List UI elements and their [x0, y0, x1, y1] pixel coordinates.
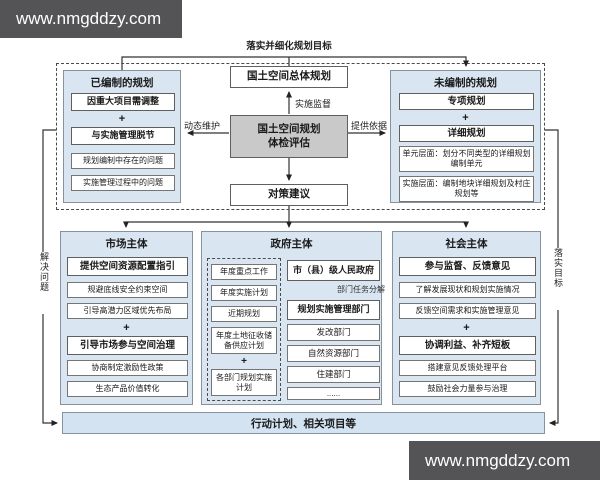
- uncompiled-plans-panel: 未编制的规划 专项规划 + 详细规划 单元层面：划分不同类型的详细规划编制单元 …: [390, 70, 541, 203]
- plus-sign: +: [463, 322, 470, 334]
- plus-sign: +: [123, 322, 130, 334]
- gov-plan-annual-impl: 年度实施计划: [211, 285, 277, 301]
- top-goal-label: 落实并细化规划目标: [246, 41, 332, 52]
- compiled-plans-title: 已编制的规划: [90, 77, 154, 89]
- watermark-top-left: www.nmgddzy.com: [0, 0, 182, 38]
- society-item-encourage: 鼓励社会力量参与治理: [399, 381, 536, 397]
- evaluation-line2: 体检评估: [268, 136, 310, 149]
- compiled-item-adjust: 因重大项目需调整: [71, 93, 175, 111]
- market-item-eco-value: 生态产品价值转化: [67, 381, 188, 397]
- gov-plan-annual-key: 年度重点工作: [211, 264, 277, 280]
- gov-dept-housing: 住建部门: [287, 366, 380, 383]
- society-item-understand: 了解发展现状和规划实施情况: [399, 282, 536, 298]
- gov-mgmt-dept: 规划实施管理部门: [287, 300, 380, 320]
- compiled-plans-panel: 已编制的规划 因重大项目需调整 + 与实施管理脱节 规划编制中存在的问题 实施管…: [63, 70, 181, 203]
- gov-county-government: 市（县）级人民政府: [287, 260, 380, 281]
- gov-plan-land: 年度土地征收储备供应计划: [211, 327, 277, 354]
- gov-plans-dashed-frame: [207, 258, 281, 401]
- market-item-governance: 引导市场参与空间治理: [67, 336, 188, 355]
- top-section-dashed-frame: [56, 63, 545, 210]
- market-subject-panel: 市场主体 提供空间资源配置指引 规避底线安全约束空间 引导高潜力区域优先布局 +…: [60, 231, 193, 405]
- action-plan-banner: 行动计划、相关项目等: [62, 412, 545, 434]
- gov-plan-dept-impl: 各部门规划实施计划: [211, 369, 277, 396]
- basis-label: 提供依据: [351, 121, 388, 131]
- compiled-item-disconnect: 与实施管理脱节: [71, 127, 175, 145]
- society-item-feedback: 反馈空间需求和实施管理意见: [399, 303, 536, 319]
- market-item-avoid: 规避底线安全约束空间: [67, 282, 188, 298]
- plus-sign: +: [462, 112, 469, 124]
- master-plan-box: 国土空间总体规划: [230, 66, 348, 88]
- uncompiled-item-detailed: 详细规划: [399, 125, 534, 142]
- government-subject-panel: 政府主体 年度重点工作 年度实施计划 近期规划 年度土地征收储备供应计划 + 各…: [201, 231, 382, 405]
- implement-goal-label: 落实目标: [551, 248, 565, 310]
- compiled-item-problem2: 实施管理过程中的问题: [71, 175, 175, 191]
- evaluation-box: 国土空间规划 体检评估: [230, 115, 348, 158]
- compiled-item-problem1: 规划编制中存在的问题: [71, 153, 175, 169]
- market-item-potential: 引导高潜力区域优先布局: [67, 303, 188, 319]
- uncompiled-plans-title: 未编制的规划: [434, 77, 497, 89]
- gov-dept-natural-resources: 自然资源部门: [287, 345, 380, 362]
- society-item-coordinate: 协调利益、补齐短板: [399, 336, 536, 355]
- uncompiled-item-impl-level: 实施层面：编制地块详细规划及村庄规划等: [399, 176, 534, 202]
- countermeasure-box: 对策建议: [230, 184, 348, 206]
- supervision-label: 实施监督: [295, 99, 332, 109]
- maintain-label: 动态维护: [184, 121, 221, 131]
- market-title: 市场主体: [105, 238, 148, 250]
- plus-sign: +: [241, 356, 247, 367]
- evaluation-line1: 国土空间规划: [257, 123, 321, 136]
- solve-problem-label: 解决问题: [37, 252, 51, 314]
- society-title: 社会主体: [445, 238, 488, 250]
- gov-dept-ellipsis: ......: [287, 387, 380, 400]
- society-item-supervise: 参与监督、反馈意见: [399, 257, 536, 276]
- watermark-bottom-right: www.nmgddzy.com: [409, 441, 600, 480]
- market-item-policy: 协商制定激励性政策: [67, 360, 188, 376]
- uncompiled-item-unit-level: 单元层面：划分不同类型的详细规划编制单元: [399, 146, 534, 172]
- society-item-platform: 搭建意见反馈处理平台: [399, 360, 536, 376]
- task-split-label: 部门任务分解: [337, 285, 385, 294]
- market-item-guide: 提供空间资源配置指引: [67, 257, 188, 276]
- plus-sign: +: [118, 113, 126, 125]
- society-subject-panel: 社会主体 参与监督、反馈意见 了解发展现状和规划实施情况 反馈空间需求和实施管理…: [392, 231, 541, 405]
- government-title: 政府主体: [270, 238, 313, 250]
- uncompiled-item-special: 专项规划: [399, 93, 534, 110]
- gov-plan-near-term: 近期规划: [211, 306, 277, 322]
- gov-dept-ndrc: 发改部门: [287, 324, 380, 341]
